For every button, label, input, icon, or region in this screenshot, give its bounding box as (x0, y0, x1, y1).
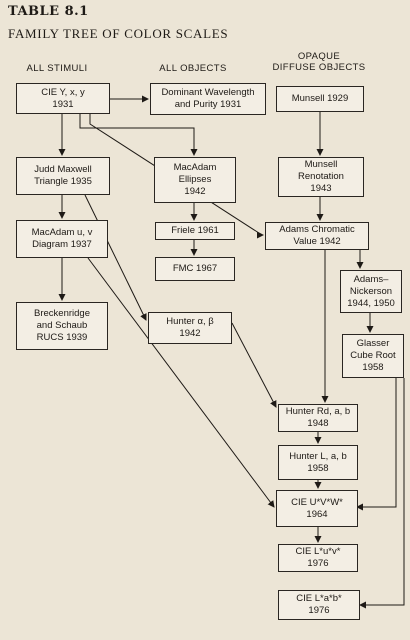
node-hunter-rd-ab-1948: Hunter Rd, a, b 1948 (278, 404, 358, 432)
node-adams-chromatic-value-1942: Adams Chromatic Value 1942 (265, 222, 369, 250)
edge-glasser-to-cie-uvw (356, 378, 397, 511)
column-heading-all-objects: ALL OBJECTS (159, 63, 227, 74)
node-dominant-wavelength-1931: Dominant Wavelength and Purity 1931 (150, 83, 266, 115)
node-macadam-ellipses-1942: MacAdam Ellipses 1942 (154, 157, 236, 203)
column-heading-all-stimuli: ALL STIMULI (26, 63, 88, 74)
node-cie-lab-1976: CIE L*a*b* 1976 (278, 590, 360, 620)
node-macadam-uv-diagram-1937: MacAdam u, v Diagram 1937 (16, 220, 108, 258)
node-judd-maxwell-triangle-1935: Judd Maxwell Triangle 1935 (16, 157, 110, 195)
edge-glasser-to-cie-lab (359, 378, 405, 609)
edge-hunter-ab-to-hunter-rd (231, 322, 277, 408)
table-subtitle: FAMILY TREE OF COLOR SCALES (8, 26, 229, 41)
node-cie-luv-1976: CIE L*u*v* 1976 (278, 544, 358, 572)
edge-macadam-uv-to-cie-uvw (87, 257, 275, 508)
column-heading-opaque-diffuse: OPAQUE DIFFUSE OBJECTS (272, 51, 366, 73)
node-fmc-1967: FMC 1967 (155, 257, 235, 281)
table-title: TABLE 8.1 (8, 4, 89, 19)
node-munsell-renotation-1943: Munsell Renotation 1943 (278, 157, 364, 197)
edge-judd-to-hunter-ab (84, 194, 147, 321)
node-cie-uvw-1964: CIE U*V*W* 1964 (276, 490, 358, 527)
node-glasser-cube-root-1958: Glasser Cube Root 1958 (342, 334, 404, 378)
node-adams-nickerson: Adams– Nickerson 1944, 1950 (340, 270, 402, 313)
node-hunter-alpha-beta-1942: Hunter α, β 1942 (148, 312, 232, 344)
node-breckenridge-schaub-rucs-1939: Breckenridge and Schaub RUCS 1939 (16, 302, 108, 350)
node-cie-yxy-1931: CIE Y, x, y 1931 (16, 83, 110, 114)
node-hunter-lab-1958: Hunter L, a, b 1958 (278, 445, 358, 480)
node-friele-1961: Friele 1961 (155, 222, 235, 240)
node-munsell-1929: Munsell 1929 (276, 86, 364, 112)
edge-cie-to-macadam-ellipses (79, 114, 198, 156)
